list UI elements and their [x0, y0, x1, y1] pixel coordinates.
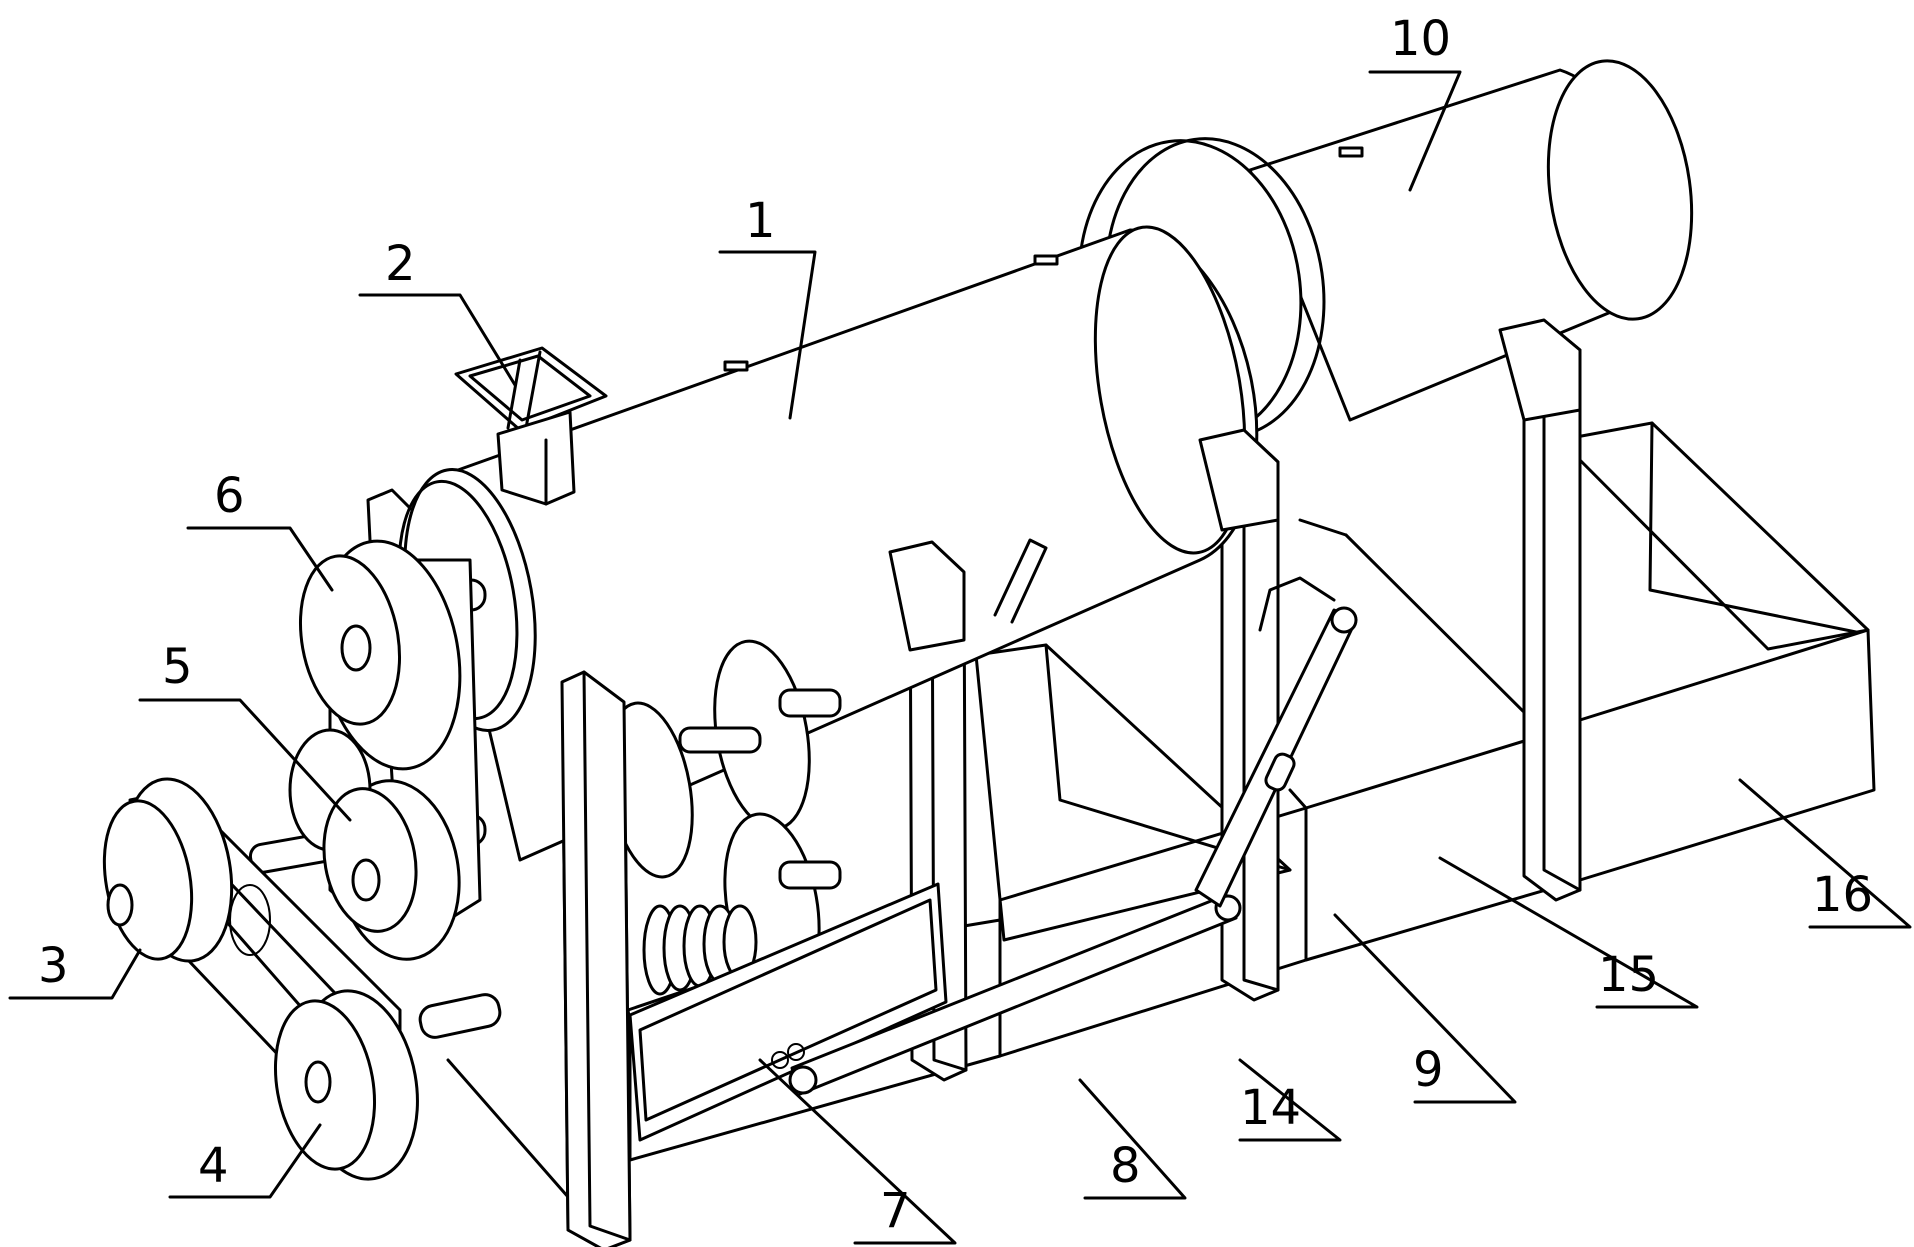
pulleys-upper — [288, 539, 482, 961]
pulley-5-hub — [351, 858, 381, 902]
leader-lines — [8, 70, 1912, 1245]
label-15: 15 — [1598, 947, 1659, 1003]
hopper-2 — [454, 346, 608, 506]
label-5: 5 — [162, 639, 193, 695]
post-saddles — [888, 318, 1582, 652]
label-3: 3 — [38, 938, 69, 994]
pulley-4-hub — [304, 1060, 332, 1104]
pulley-6-hub — [340, 624, 372, 672]
spring-coil — [642, 904, 758, 996]
linkage — [771, 538, 1358, 1096]
internal-wheels — [606, 639, 842, 998]
label-7: 7 — [880, 1183, 911, 1239]
label-8: 8 — [1110, 1138, 1141, 1194]
number-labels: 10 1 2 6 5 3 4 7 8 14 9 15 16 — [38, 11, 1873, 1239]
pulleys-lower — [102, 777, 419, 1181]
label-9: 9 — [1413, 1042, 1444, 1098]
support-post-front — [560, 670, 632, 1247]
label-10: 10 — [1390, 11, 1451, 67]
bin-7-front — [628, 882, 948, 1142]
label-2: 2 — [385, 236, 416, 292]
pulley-3-hub — [106, 883, 134, 927]
label-16: 16 — [1812, 867, 1873, 923]
label-4: 4 — [198, 1138, 229, 1194]
label-6: 6 — [214, 468, 245, 524]
bin-16-interior — [1558, 421, 1870, 651]
bin-16 — [1578, 628, 1876, 882]
label-1: 1 — [745, 193, 776, 249]
label-14: 14 — [1240, 1080, 1301, 1136]
